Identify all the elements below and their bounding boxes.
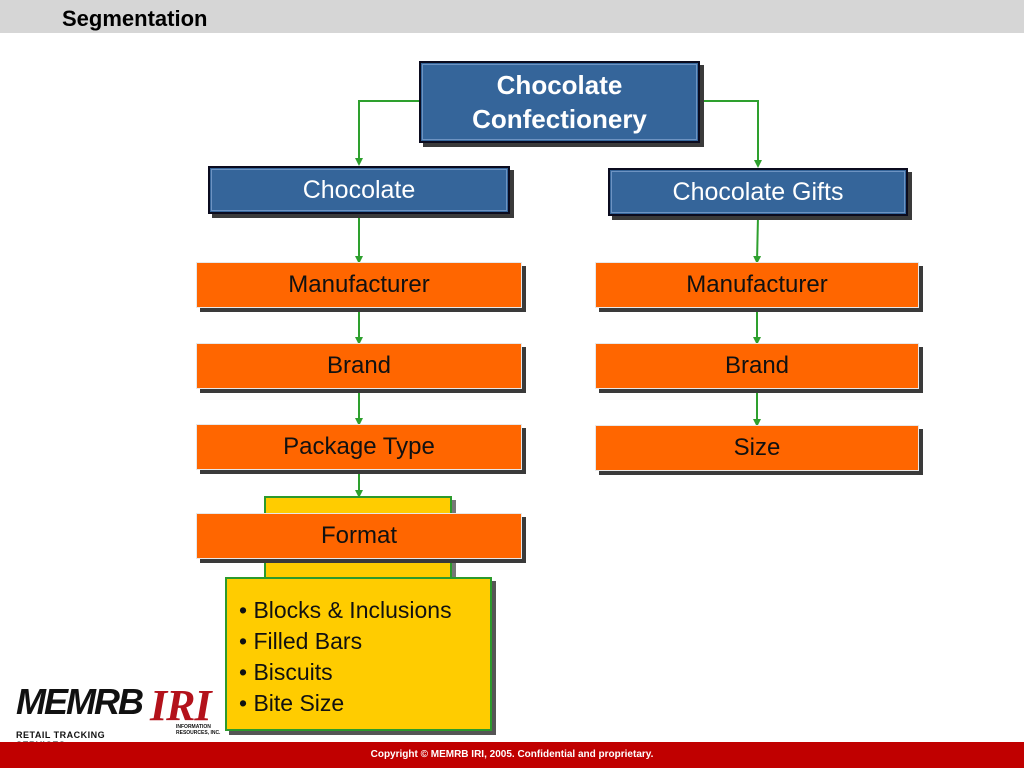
level-node-left-package-type: Package Type xyxy=(196,424,522,470)
level-node-right-manufacturer: Manufacturer xyxy=(595,262,919,308)
level-node-left-brand: Brand xyxy=(196,343,522,389)
connector-root-to-gifts xyxy=(700,100,762,168)
memrb-logo: MEMRB RETAIL TRACKING SERVICES xyxy=(16,681,146,751)
level-node-label: Brand xyxy=(326,352,392,379)
level-node-label: Brand xyxy=(724,352,790,379)
level-node-left-format: Format xyxy=(196,513,522,559)
category-node-label: Chocolate Gifts xyxy=(672,177,844,206)
footer-bar: Copyright © MEMRB IRI, 2005. Confidentia… xyxy=(0,742,1024,768)
format-list-item: • Filled Bars xyxy=(239,628,363,654)
root-node-label-line1: Chocolate xyxy=(496,70,623,100)
slide-title: Segmentation xyxy=(62,6,208,31)
connector-root-to-chocolate xyxy=(355,100,419,166)
memrb-logo-word: MEMRB xyxy=(16,681,144,722)
iri-logo-word: IRI xyxy=(150,681,212,730)
root-node-label-line2: Confectionery xyxy=(472,104,647,134)
level-node-label: Manufacturer xyxy=(686,271,828,298)
level-node-label: Size xyxy=(733,434,781,461)
iri-logo: IRI INFORMATION RESOURCES, INC. xyxy=(150,684,224,740)
level-node-right-size: Size xyxy=(595,425,919,471)
category-node-label: Chocolate xyxy=(302,175,416,204)
header-bar xyxy=(0,0,1024,33)
format-list-item: • Biscuits xyxy=(239,659,333,685)
iri-logo-tagline: INFORMATION RESOURCES, INC. xyxy=(176,724,221,736)
category-node-chocolate: Chocolate xyxy=(208,166,510,214)
root-node-chocolate-confectionery: Chocolate Confectionery xyxy=(419,61,700,143)
connector-gifts-to-manufacturer xyxy=(753,215,762,264)
level-node-label: Format xyxy=(320,522,397,549)
format-values-list: • Blocks & Inclusions • Filled Bars • Bi… xyxy=(225,577,492,731)
format-list-item: • Bite Size xyxy=(239,690,345,716)
category-node-chocolate-gifts: Chocolate Gifts xyxy=(608,168,908,216)
level-node-left-manufacturer: Manufacturer xyxy=(196,262,522,308)
footer-copyright: Copyright © MEMRB IRI, 2005. Confidentia… xyxy=(370,749,654,760)
level-node-right-brand: Brand xyxy=(595,343,919,389)
level-node-label: Package Type xyxy=(283,433,435,460)
level-node-label: Manufacturer xyxy=(288,271,430,298)
format-list-item: • Blocks & Inclusions xyxy=(239,597,452,623)
